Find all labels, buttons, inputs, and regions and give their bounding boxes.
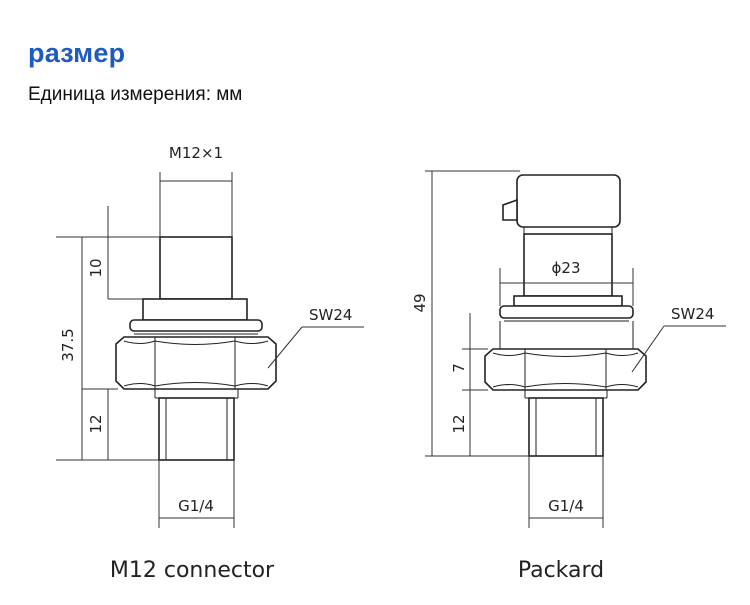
m12-dim-connector: 10	[87, 258, 105, 277]
packard-diameter-label: ϕ23	[552, 259, 581, 277]
m12-flange	[129, 319, 263, 332]
m12-hex-label: SW24	[309, 306, 352, 324]
packard-drawing: ϕ23 49 7 12 SW24 G1/4 Packard	[411, 170, 726, 583]
page-title: размер	[28, 38, 126, 68]
m12-dim-thread: 12	[87, 414, 105, 433]
packard-hex-label: SW24	[671, 305, 714, 323]
m12-dim-total: 37.5	[59, 328, 77, 361]
packard-body	[523, 233, 613, 297]
packard-caption: Packard	[518, 558, 604, 583]
m12-caption: M12 connector	[110, 558, 275, 583]
packard-dim-hex: 7	[450, 363, 468, 373]
packard-flange	[499, 305, 634, 319]
packard-thread-bottom-label: G1/4	[548, 497, 584, 515]
packard-latch	[502, 198, 518, 221]
packard-collar	[513, 295, 623, 307]
m12-collar	[142, 298, 248, 321]
m12-drawing: M12×1 10 37.5 12 SW24 G1/4 M12 connector	[56, 144, 364, 583]
m12-thread-port	[158, 397, 235, 461]
units-note: Единица измерения: мм	[28, 84, 243, 105]
packard-thread-port	[528, 397, 604, 457]
packard-dim-thread: 12	[450, 414, 468, 433]
m12-hex-nut	[115, 336, 277, 390]
packard-housing	[516, 174, 621, 228]
m12-thread-top-label: M12×1	[169, 144, 223, 162]
packard-dim-total: 49	[411, 293, 429, 312]
m12-connector-body	[159, 236, 233, 300]
m12-thread-bottom-label: G1/4	[178, 497, 214, 515]
